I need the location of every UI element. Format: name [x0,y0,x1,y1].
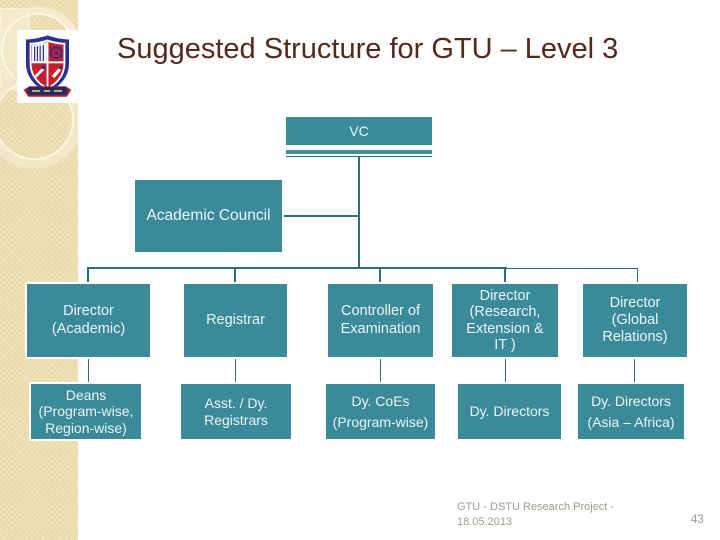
org-node-label: (Academic) [51,320,126,337]
connector-drop [87,268,89,286]
footer-line-1: GTU - DSTU Research Project - [457,501,615,513]
gtu-crest-icon [23,35,72,97]
org-node-label: Director [63,303,114,320]
org-node-controller-of-examination: Controller of Examination [328,284,433,357]
org-node-vc: VC [286,117,432,145]
connector-drop [380,356,381,386]
vc-underline-thick [286,150,432,154]
connector-drop [235,356,236,386]
org-node-label: Controller of [341,303,420,320]
footer-line-2: 18.05.2013 [457,515,513,528]
org-node-label: Dy. CoEs [351,392,410,409]
org-node-director-global-relations: Director (Global Relations) [583,284,687,357]
org-node-dy-directors-asia-africa: Dy. Directors (Asia – Africa) [578,384,684,439]
slide-title: Suggested Structure for GTU – Level 3 [117,33,619,65]
connector-drop [634,356,635,386]
connector-drop [637,268,638,286]
org-node-label: (Program-wise) [332,414,429,430]
org-node-label: Director [609,294,661,311]
org-node-label: (Program-wise, [38,403,134,420]
vc-underline-thin [286,156,432,157]
decorative-sidebar [0,0,78,540]
org-node-label: Dy. Directors [591,392,671,409]
university-logo-card [17,30,78,103]
org-node-label: IT ) [494,336,516,353]
org-node-label: (Asia – Africa) [587,414,675,430]
connector-vc-trunk [358,156,360,269]
connector-drop [88,356,89,386]
org-node-label: Asst. / Dy. [204,395,268,412]
connector-drop [504,268,506,286]
connector-bus [87,267,507,269]
org-node-label: Region-wise) [45,419,127,436]
org-node-label: Examination [340,320,421,337]
connector-bus-right [507,268,638,269]
org-node-label: (Research, [469,304,541,321]
org-node-label: Director [479,288,531,305]
org-node-asst-dy-registrars: Asst. / Dy. Registrars [181,384,291,439]
connector-academic-council [282,215,359,217]
org-node-deans: Deans (Program-wise, Region-wise) [31,384,141,439]
org-node-director-research-extension-it: Director (Research, Extension & IT ) [452,284,558,357]
org-node-label: Relations) [602,329,668,346]
org-node-label: Extension & [466,320,544,337]
org-node-label: Registrar [206,311,265,328]
org-node-label: Deans [65,387,107,404]
org-node-director-academic: Director (Academic) [27,284,150,357]
connector-drop [505,356,506,386]
footer: GTU - DSTU Research Project - 18.05.2013 [457,500,687,529]
connector-drop [234,268,236,286]
org-node-label: (Global [611,311,659,328]
org-node-academic-council: Academic Council [135,180,282,252]
connector-drop [379,268,381,286]
org-node-label: Registrars [204,411,268,428]
org-node-registrar: Registrar [184,284,287,357]
org-node-label: VC [349,122,369,139]
org-node-dy-directors: Dy. Directors [458,384,561,439]
org-node-dy-coes: Dy. CoEs (Program-wise) [326,384,435,439]
page-number: 43 [691,514,704,526]
org-node-label: Academic Council [146,206,271,224]
org-node-label: Dy. Directors [469,403,550,420]
